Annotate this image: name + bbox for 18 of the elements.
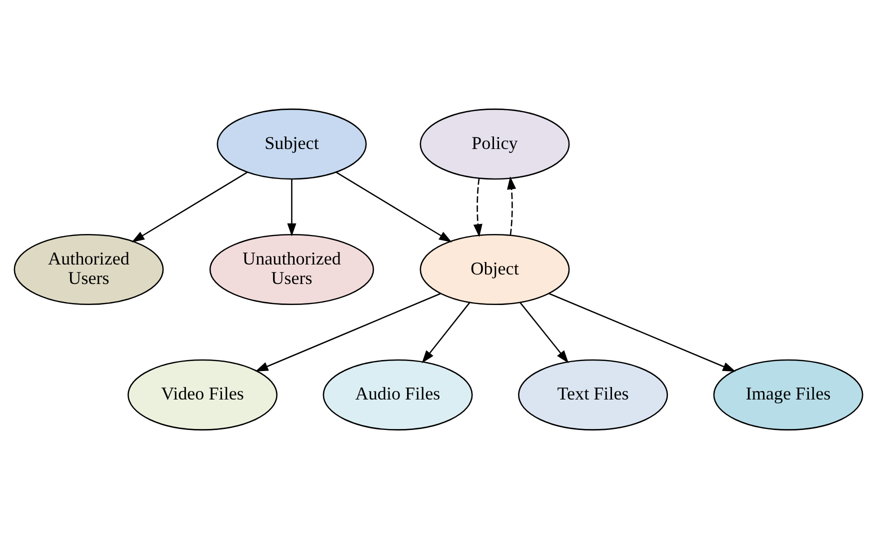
arrow bbox=[472, 178, 482, 238]
arrow bbox=[548, 292, 736, 372]
node-ellipse: Object bbox=[419, 234, 570, 306]
node-ellipse: Policy bbox=[419, 108, 570, 180]
node-ellipse: Unauthorized Users bbox=[208, 234, 374, 306]
node-ellipse: Audio Files bbox=[322, 359, 472, 430]
arrow bbox=[421, 302, 470, 364]
node-ellipse: Video Files bbox=[127, 359, 278, 430]
arrow bbox=[286, 179, 296, 236]
arrow bbox=[519, 302, 568, 364]
node-ellipse: Subject bbox=[216, 108, 366, 180]
node-ellipse: Text Files bbox=[518, 359, 668, 430]
arrow bbox=[506, 176, 516, 236]
arrow bbox=[254, 293, 440, 372]
arrow bbox=[131, 172, 248, 242]
node-ellipse: Image Files bbox=[712, 359, 863, 430]
node-ellipse: Authorized Users bbox=[13, 234, 164, 306]
arrow bbox=[335, 172, 452, 242]
